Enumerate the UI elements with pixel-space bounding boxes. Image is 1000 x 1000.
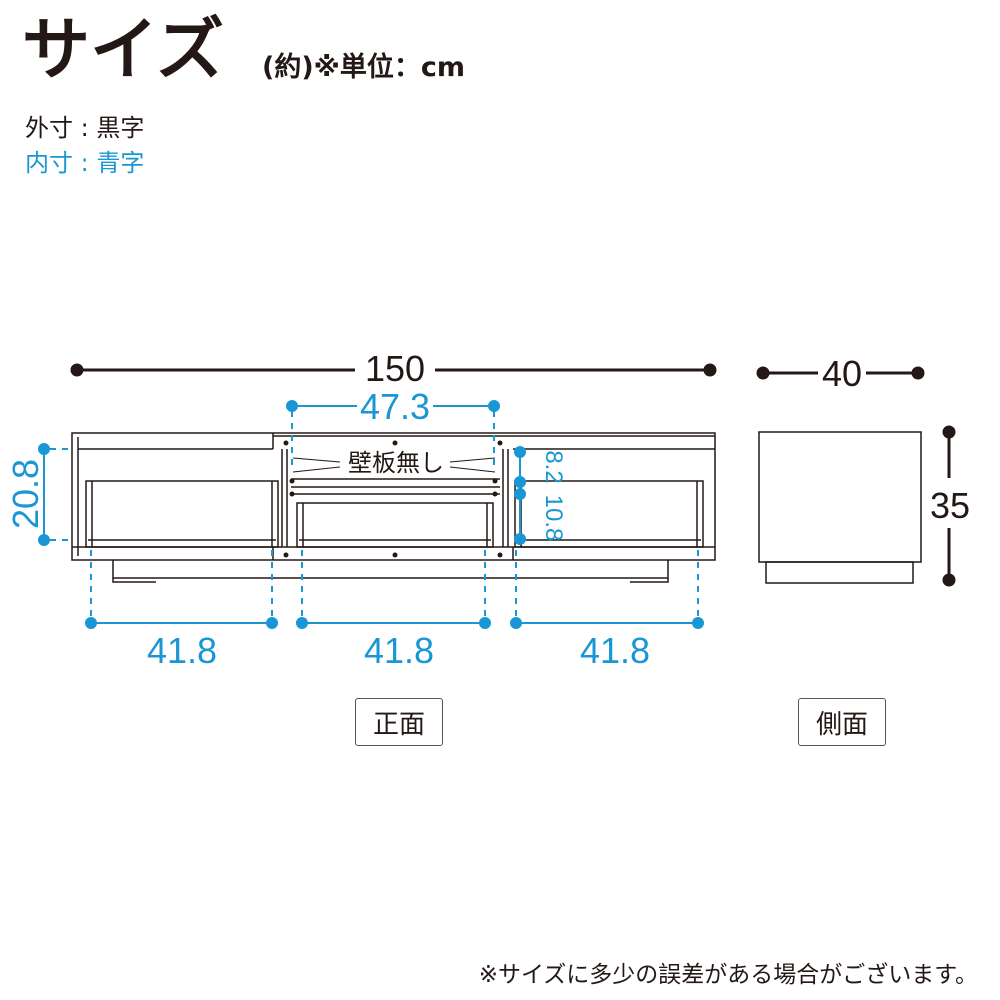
- side-depth-label: 40: [822, 353, 862, 394]
- front-view-label: 正面: [355, 698, 443, 746]
- side-view-label: 側面: [798, 698, 886, 746]
- right-compartment-width-label: 41.8: [580, 630, 650, 671]
- unit-note: (約)※単位：cm: [262, 52, 466, 83]
- no-back-panel-marker: [292, 457, 496, 473]
- screw-dots: [283, 440, 503, 558]
- left-compartment-width-label: 41.8: [147, 630, 217, 671]
- legend-inner-dimensions: 内寸 : 青字: [25, 149, 145, 177]
- side-height-label: 35: [930, 485, 970, 526]
- no-back-panel-label: 壁板無し: [348, 449, 444, 477]
- center-lower-height-label: 10.8: [540, 495, 567, 542]
- legend-outer-dimensions: 外寸 : 黒字: [25, 114, 145, 142]
- center-inner-width-label: 47.3: [360, 386, 430, 427]
- side-view-drawing: [758, 431, 922, 584]
- page-title: サイズ: [22, 11, 224, 90]
- center-upper-height-label: 8.2: [540, 450, 567, 483]
- extension-lines: [50, 411, 699, 618]
- front-width-label: 150: [365, 348, 425, 389]
- left-inner-height-label: 20.8: [5, 459, 46, 529]
- tolerance-note: ※サイズに多少の誤差がある場合がございます。: [478, 962, 978, 988]
- center-compartment-width-label: 41.8: [364, 630, 434, 671]
